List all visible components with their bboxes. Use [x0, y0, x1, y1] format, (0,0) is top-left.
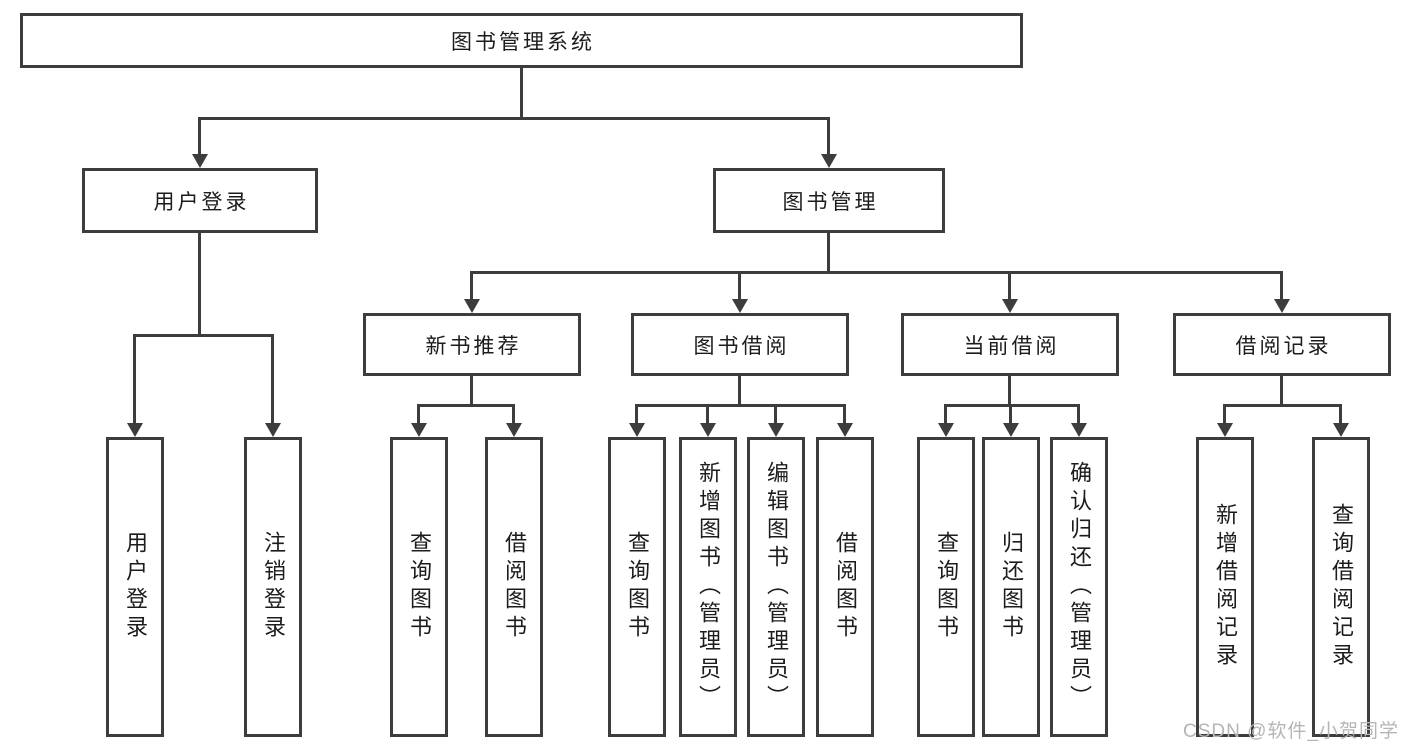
arrow-down-icon [821, 154, 837, 168]
leaf-add-book-admin: 新增图书（管理员） [679, 437, 737, 737]
connector-line [946, 404, 1079, 407]
leaf-borrow-book: 借阅图书 [485, 437, 543, 737]
connector-line [417, 404, 420, 424]
connector-line [1225, 404, 1341, 407]
connector-line [198, 233, 201, 336]
connector-line [198, 117, 201, 157]
connector-line [419, 404, 514, 407]
arrow-down-icon [464, 299, 480, 313]
connector-line [827, 117, 830, 157]
connector-line [512, 404, 515, 424]
arrow-down-icon [732, 299, 748, 313]
arrow-down-icon [1217, 423, 1233, 437]
connector-line [470, 376, 473, 406]
connector-line [738, 271, 741, 301]
leaf-query-book: 查询图书 [608, 437, 666, 737]
leaf-return-book: 归还图书 [982, 437, 1040, 737]
connector-line [133, 334, 274, 337]
connector-line [827, 233, 830, 273]
arrow-down-icon [265, 423, 281, 437]
connector-line [944, 404, 947, 424]
leaf-add-borrow-record: 新增借阅记录 [1196, 437, 1254, 737]
leaf-query-borrow-record: 查询借阅记录 [1312, 437, 1370, 737]
node-library-system: 图书管理系统 [20, 13, 1023, 68]
node-book-borrow: 图书借阅 [631, 313, 849, 376]
csdn-watermark: CSDN @软件_小贺同学 [1183, 721, 1399, 742]
node-borrow-records: 借阅记录 [1173, 313, 1391, 376]
arrow-down-icon [411, 423, 427, 437]
connector-line [774, 404, 777, 424]
leaf-edit-book-admin: 编辑图书（管理员） [747, 437, 805, 737]
connector-line [470, 271, 473, 301]
arrow-down-icon [506, 423, 522, 437]
connector-line [1077, 404, 1080, 424]
arrow-down-icon [1274, 299, 1290, 313]
connector-line [198, 117, 830, 120]
arrow-down-icon [837, 423, 853, 437]
connector-line [637, 404, 845, 407]
connector-line [1339, 404, 1342, 424]
connector-line [470, 271, 1283, 274]
connector-line [1223, 404, 1226, 424]
connector-line [1280, 376, 1283, 406]
arrow-down-icon [1002, 299, 1018, 313]
leaf-borrow-book: 借阅图书 [816, 437, 874, 737]
connector-line [738, 376, 741, 406]
arrow-down-icon [629, 423, 645, 437]
arrow-down-icon [1071, 423, 1087, 437]
connector-line [520, 68, 523, 118]
node-book-management: 图书管理 [713, 168, 945, 233]
connector-line [133, 334, 136, 424]
node-new-book-recommend: 新书推荐 [363, 313, 581, 376]
connector-line [843, 404, 846, 424]
arrow-down-icon [192, 154, 208, 168]
leaf-query-book: 查询图书 [390, 437, 448, 737]
connector-line [271, 334, 274, 424]
connector-line [1009, 404, 1012, 424]
arrow-down-icon [700, 423, 716, 437]
connector-line [706, 404, 709, 424]
node-current-borrow: 当前借阅 [901, 313, 1119, 376]
leaf-query-book: 查询图书 [917, 437, 975, 737]
leaf-user-login: 用户登录 [106, 437, 164, 737]
node-user-login: 用户登录 [82, 168, 318, 233]
arrow-down-icon [768, 423, 784, 437]
connector-line [1008, 271, 1011, 301]
connector-line [635, 404, 638, 424]
leaf-confirm-return-admin: 确认归还（管理员） [1050, 437, 1108, 737]
arrow-down-icon [1003, 423, 1019, 437]
arrow-down-icon [127, 423, 143, 437]
arrow-down-icon [938, 423, 954, 437]
connector-line [1280, 271, 1283, 301]
connector-line [1008, 376, 1011, 406]
arrow-down-icon [1333, 423, 1349, 437]
leaf-logout: 注销登录 [244, 437, 302, 737]
